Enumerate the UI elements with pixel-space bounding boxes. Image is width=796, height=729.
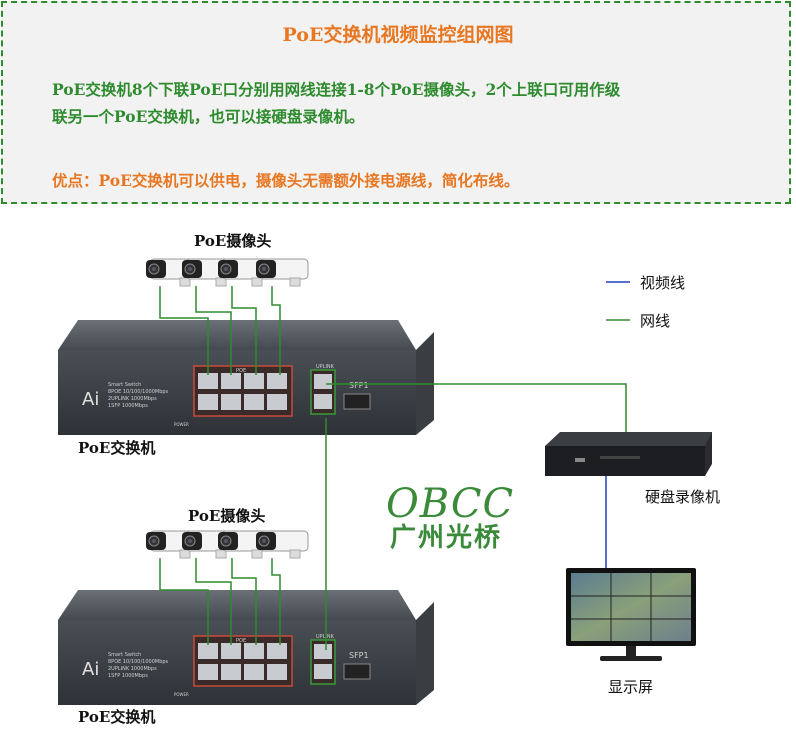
switch-spec3-top: 2UPLINK 1000Mbps <box>108 396 157 402</box>
switch-spec4-top: 1SFP 1000Mbps <box>108 403 148 409</box>
switch-poe-label-top: POE <box>236 368 246 374</box>
switch-spec4-bottom: 1SFP 1000Mbps <box>108 673 148 679</box>
switch-spec2-bottom: 8POE 10/100/1000Mbps <box>108 659 169 665</box>
camera-4 <box>255 258 309 287</box>
switch-brand-bottom: Ai <box>82 659 99 680</box>
switch-spec2-top: 8POE 10/100/1000Mbps <box>108 389 169 395</box>
network-cables-top <box>159 286 281 375</box>
advantage-text: 优点：PoE交换机可以供电，摄像头无需额外接电源线，简化布线。 <box>52 171 520 190</box>
network-cables-bottom <box>159 558 281 645</box>
switch-poe-label-bottom: POE <box>236 638 246 644</box>
switch-uplink-label-top: UPLINK <box>316 364 335 370</box>
camera-label-top: PoE摄像头 <box>194 232 272 250</box>
logo-english: OBCC <box>386 481 515 527</box>
switch-brand-top: Ai <box>82 389 99 410</box>
camera-8 <box>255 530 309 559</box>
nvr-label: 硬盘录像机 <box>645 488 721 506</box>
switch-power-label-bottom: POWER <box>174 692 189 697</box>
info-box <box>1 1 791 204</box>
logo-chinese: 广州光桥 <box>390 523 503 553</box>
switch-power-label-top: POWER <box>174 422 189 427</box>
monitor-device <box>566 568 696 661</box>
poe-switch-top <box>57 319 435 436</box>
switch-label-top: PoE交换机 <box>78 439 156 457</box>
legend-video-label: 视频线 <box>640 274 686 292</box>
monitor-label: 显示屏 <box>608 678 654 696</box>
nvr-device <box>545 432 712 476</box>
camera-label-bottom: PoE摄像头 <box>188 507 266 525</box>
description-line-2: 联另一个PoE交换机，也可以接硬盘录像机。 <box>52 107 365 126</box>
switch-sfp-label-top: SFP1 <box>349 381 369 390</box>
switch-label-bottom: PoE交换机 <box>78 708 156 726</box>
obcc-logo: OBCC 广州光桥 <box>386 484 514 552</box>
legend-network-label: 网线 <box>640 312 671 330</box>
switch-spec1-bottom: Smart Switch <box>108 652 141 658</box>
switch-spec1-top: Smart Switch <box>108 382 141 388</box>
uplink-nvr-cable <box>326 383 627 448</box>
switch-sfp-label-bottom: SFP1 <box>349 651 369 660</box>
poe-switch-bottom <box>57 589 435 706</box>
description-line-1: PoE交换机8个下联PoE口分别用网线连接1-8个PoE摄像头，2个上联口可用作… <box>52 80 621 99</box>
diagram-title: PoE交换机视频监控组网图 <box>282 24 514 46</box>
switch-spec3-bottom: 2UPLINK 1000Mbps <box>108 666 157 672</box>
